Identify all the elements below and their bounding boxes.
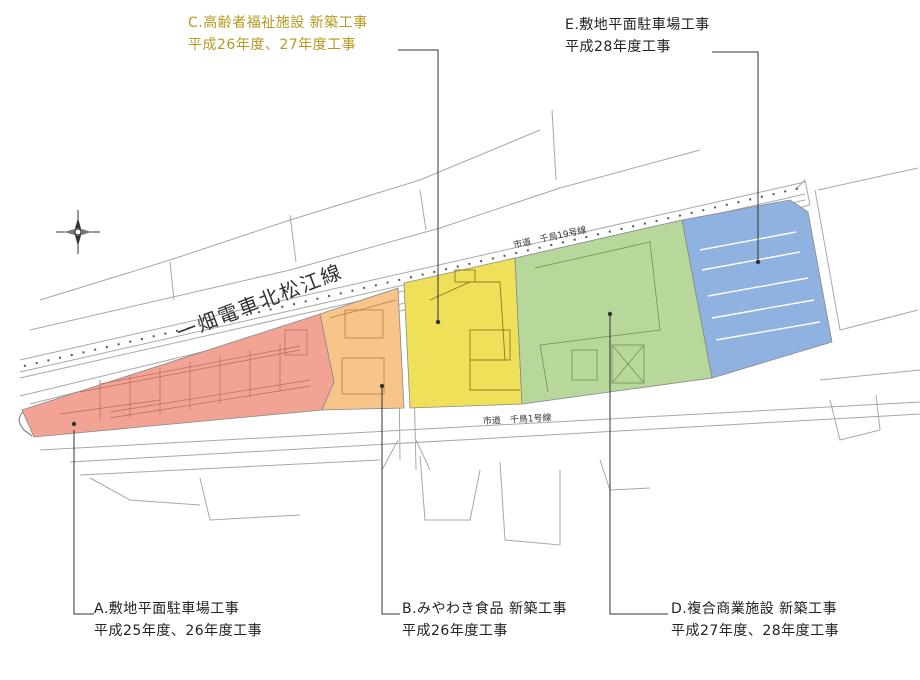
zone-a-stalls — [59, 329, 311, 420]
leader-dots — [71, 259, 761, 427]
leader-a — [73, 430, 94, 615]
zone-c-title: C.高齢者福祉施設 新築工事 — [188, 15, 368, 31]
zone-b-buildings — [329, 299, 397, 395]
label-zone-c: C.高齢者福祉施設 新築工事 平成26年度、27年度工事 — [188, 12, 368, 56]
zone-e-parking — [681, 199, 833, 379]
zone-d-commercial-facility — [514, 219, 713, 405]
zone-b-food-factory — [319, 287, 405, 411]
railway-ties — [23, 187, 801, 367]
zone-c-period: 平成26年度、27年度工事 — [188, 37, 357, 53]
zone-d-building — [534, 241, 661, 393]
zone-b-period: 平成26年度工事 — [402, 623, 508, 639]
label-zone-e: E.敷地平面駐車場工事 平成28年度工事 — [565, 14, 710, 58]
zone-a-period: 平成25年度、26年度工事 — [94, 623, 263, 639]
road-label-south: 市道 千鳥1号線 — [483, 411, 552, 427]
label-zone-d: D.複合商業施設 新築工事 平成27年度、28年度工事 — [671, 598, 839, 642]
zone-e-title: E.敷地平面駐車場工事 — [565, 17, 710, 33]
leader-c — [398, 49, 439, 322]
zone-d-period: 平成27年度、28年度工事 — [671, 623, 840, 639]
zone-c-building — [429, 269, 520, 391]
zone-c-welfare-facility — [403, 257, 523, 409]
zone-e-period: 平成28年度工事 — [565, 39, 671, 55]
leader-lines — [73, 49, 759, 615]
label-zone-a: A.敷地平面駐車場工事 平成25年度、26年度工事 — [94, 598, 262, 642]
leader-b — [381, 386, 400, 615]
leader-d — [609, 314, 668, 615]
zone-d-title: D.複合商業施設 新築工事 — [671, 601, 838, 617]
compass-rose-icon — [56, 210, 100, 254]
zone-a-title: A.敷地平面駐車場工事 — [94, 601, 240, 617]
zone-b-title: B.みやわき食品 新築工事 — [402, 601, 568, 617]
label-zone-b: B.みやわき食品 新築工事 平成26年度工事 — [402, 598, 567, 642]
zone-e-stalls — [699, 231, 821, 341]
leader-e — [712, 51, 759, 262]
